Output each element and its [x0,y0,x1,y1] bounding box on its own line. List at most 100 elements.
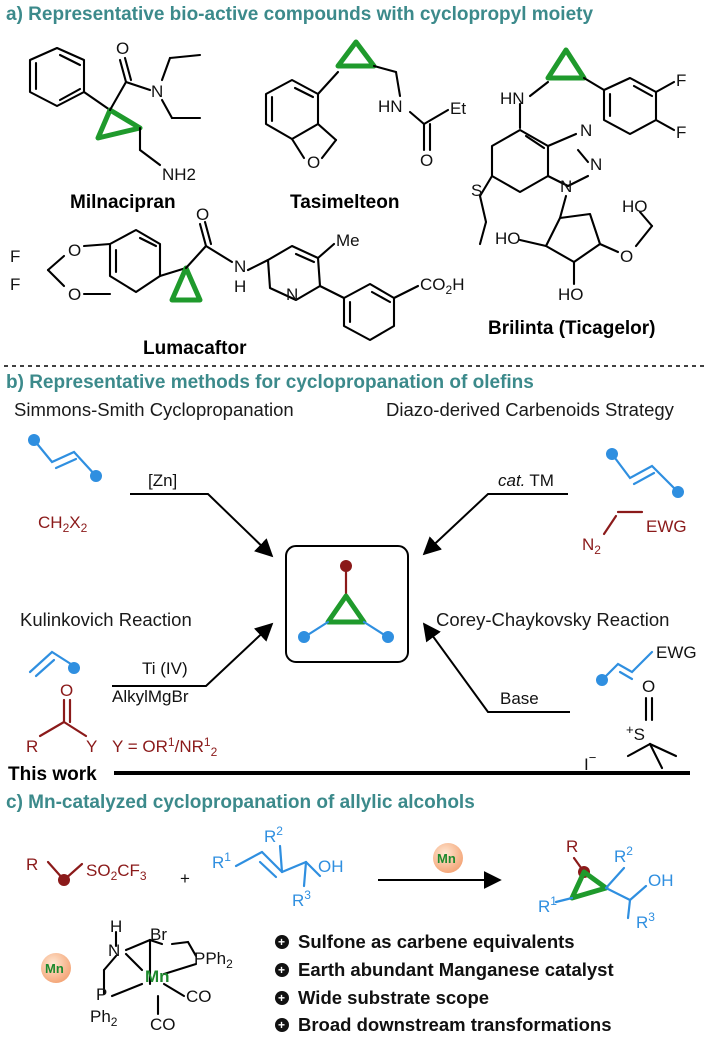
section-b-title: b) Representative methods for cyclopropa… [6,372,534,393]
simmons-catalyst: [Zn] [148,471,177,490]
simmons-arrow [130,493,274,558]
lumacaftor-h-label: H [234,277,246,296]
milnacipran-o-label: O [116,39,129,58]
mn-catalyst-ball [433,843,463,873]
plus-bullet-icon [275,963,289,977]
svg-text:Wide substrate scope: Wide substrate scope [298,987,489,1008]
diazo-arrow [422,493,568,556]
lumacaftor-o1-label: O [68,241,81,260]
kulinkovich-r-label: R [26,737,38,756]
corey-iodide-label: I− [584,750,596,774]
milnacipran-name: Milnacipran [70,192,176,213]
plus-sign: + [180,869,190,888]
svg-text:+: + [278,935,285,949]
corey-base-label: Base [500,689,539,708]
mn-complex-ball-label: Mn [45,961,64,976]
tasimelteon-o-label: O [307,153,320,172]
lumacaftor-me-label: Me [336,231,360,250]
plus-bullet-icon [275,1018,289,1032]
feature-item-2: + Earth abundant Manganese catalyst [275,959,614,980]
method-kulinkovich: Kulinkovich Reaction [20,609,192,630]
corey-ewg-label: EWG [656,643,697,662]
lumacaftor-f1-label: F [10,247,20,266]
diazo-n2-label: N2 [582,535,601,557]
simmons-olefin [28,434,102,482]
diazo-catalyst: cat.TM [498,471,554,490]
brilinta-ho3-label: HO [622,197,648,216]
center-cyclopropane [298,560,394,643]
lumacaftor-structure [46,220,420,342]
cyclopropane-product-box [285,545,409,663]
brilinta-n1-label: N [580,121,592,140]
method-diazo: Diazo-derived Carbenoids Strategy [386,399,675,420]
lumacaftor-n-label: N [234,257,246,276]
brilinta-structure [478,47,676,286]
sulfone-structure [46,860,84,886]
diazo-olefin [602,448,684,536]
brilinta-n3-label: N [560,177,572,196]
tasimelteon-name: Tasimelteon [290,192,399,213]
feature-item-3: + Wide substrate scope [275,987,489,1008]
tasimelteon-et-label: Et [450,99,466,118]
plus-bullet-icon [275,991,289,1005]
method-simmons-smith: Simmons-Smith Cyclopropanation [14,399,294,420]
tasimelteon-structure [264,39,450,160]
svg-text:Broad downstream transformatio: Broad downstream transformations [298,1014,612,1035]
svg-text:Sulfone as carbene equivalents: Sulfone as carbene equivalents [298,931,575,952]
method-corey-chaykovsky: Corey-Chaykovsky Reaction [436,609,669,630]
complex-ph2-label: Ph2 [90,1007,118,1029]
kulinkovich-o-label: O [60,681,73,700]
complex-co2-label: CO [150,1015,176,1034]
brilinta-ho1-label: HO [495,229,521,248]
brilinta-o-label: O [620,247,633,266]
this-work-label: This work [8,764,97,785]
svg-text:+: + [278,1018,285,1032]
kulinkovich-arrow [112,622,274,687]
brilinta-f2-label: F [676,123,686,142]
alcohol-r2-label: R2 [264,824,283,846]
complex-h-label: H [110,917,122,936]
corey-o-label: O [642,677,655,696]
brilinta-name: Brilinta (Ticagelor) [488,318,656,339]
svg-text:+: + [278,991,285,1005]
sulfone-r-label: R [26,855,38,874]
simmons-reagent: CH2X2 [38,513,88,535]
complex-br-label: Br [150,925,167,944]
brilinta-n2-label: N [590,155,602,174]
tasimelteon-o2-label: O [420,151,433,170]
alcohol-r1-label: R1 [212,850,231,872]
mn-ball-label: Mn [437,851,456,866]
svg-text:+: + [278,963,285,977]
tasimelteon-hn-label: HN [378,97,403,116]
lumacaftor-o3-label: O [196,205,209,224]
feature-list: + Sulfone as carbene equivalents + Earth… [275,931,614,1035]
corey-s-label: +S [626,722,645,744]
corey-olefin [596,650,678,770]
lumacaftor-name: Lumacaftor [143,338,247,359]
kulinkovich-y-def: Y = OR1/NR12 [112,735,218,759]
product-oh-label: OH [648,871,674,890]
kulinkovich-olefin [28,650,88,738]
lumacaftor-o2-label: O [68,285,81,304]
milnacipran-n-label: N [151,82,163,101]
product-r-label: R [566,837,578,856]
brilinta-f1-label: F [676,71,686,90]
complex-p-label: P [96,985,107,1004]
alcohol-r3-label: R3 [292,888,311,910]
svg-text:Earth abundant Manganese catal: Earth abundant Manganese catalyst [298,959,614,980]
section-c-title: c) Mn-catalyzed cyclopropanation of ally… [6,792,475,813]
feature-item-4: + Broad downstream transformations [275,1014,612,1035]
complex-n-label: N [108,941,120,960]
milnacipran-nh2-label: NH2 [162,165,196,184]
complex-pph2-right: PPh2 [194,949,233,971]
corey-arrow [422,622,570,713]
mn-complex-structure [102,930,198,1016]
complex-mn-label: Mn [145,967,170,986]
lumacaftor-n2-label: N [286,285,298,304]
feature-item-1: + Sulfone as carbene equivalents [275,931,575,952]
plus-bullet-icon [275,935,289,949]
product-r1-label: R1 [538,894,557,916]
allylic-alcohol-structure [234,844,322,888]
sulfone-group: SO2CF3 [86,861,147,883]
